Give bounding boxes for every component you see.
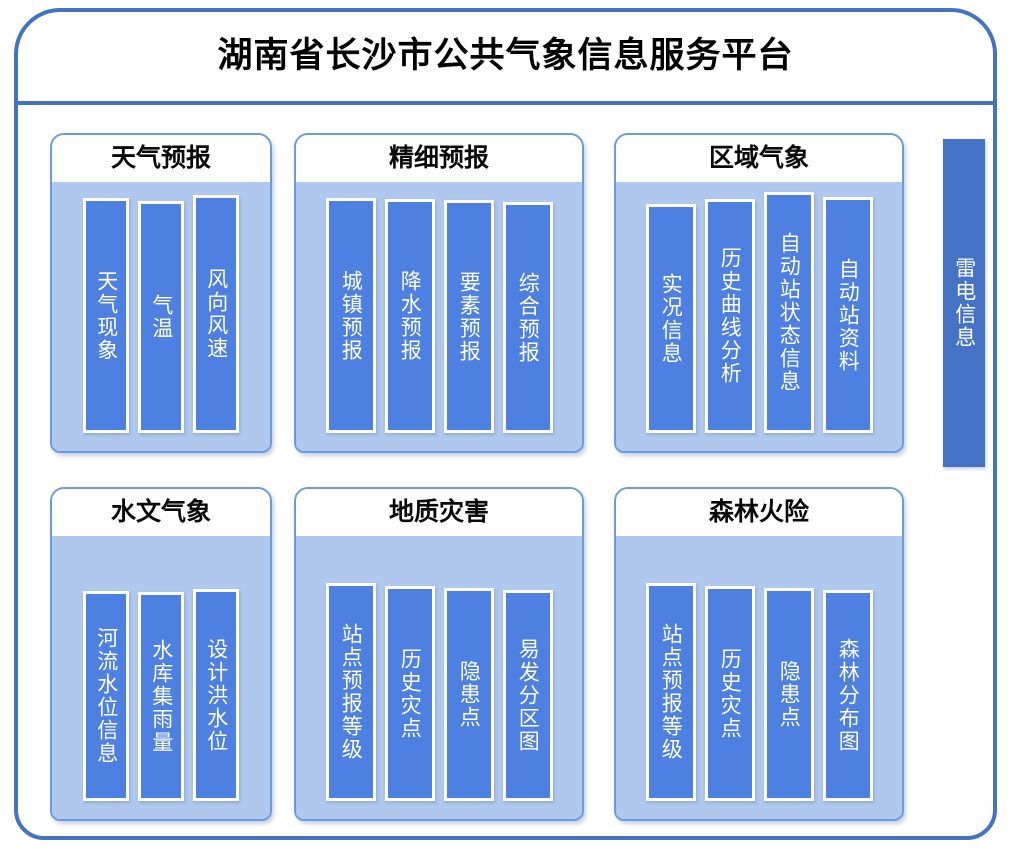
- item-station-forecast-level[interactable]: 站点预报等级: [645, 583, 696, 801]
- item-label: 历史灾点: [398, 647, 423, 740]
- group-forest-fire-risk[interactable]: 森林火险 站点预报等级 历史灾点 隐患点 森林分布图: [614, 487, 904, 821]
- group-title: 区域气象: [708, 143, 809, 172]
- group-body-forest-fire-risk: 站点预报等级 历史灾点 隐患点 森林分布图: [616, 534, 902, 819]
- item-wind-direction-speed[interactable]: 风向风速: [193, 195, 239, 433]
- item-live-information[interactable]: 实况信息: [645, 204, 696, 433]
- item-label: 实况信息: [659, 272, 684, 365]
- item-historical-disaster-point[interactable]: 历史灾点: [384, 586, 435, 801]
- group-title: 天气预报: [110, 143, 211, 172]
- item-town-forecast[interactable]: 城镇预报: [325, 198, 376, 433]
- item-label: 降水预报: [398, 270, 423, 362]
- item-label: 站点预报等级: [659, 623, 684, 761]
- item-label: 历史灾点: [718, 647, 743, 740]
- group-regional-meteorology[interactable]: 区域气象 实况信息 历史曲线分析 自动站状态信息 自动站资料: [614, 133, 904, 453]
- item-label: 隐患点: [457, 660, 482, 729]
- item-hidden-danger-point[interactable]: 隐患点: [763, 588, 814, 801]
- item-label: 河流水位信息: [94, 627, 119, 765]
- item-element-forecast[interactable]: 要素预报: [443, 200, 494, 433]
- item-comprehensive-forecast[interactable]: 综合预报: [502, 202, 553, 433]
- group-body-hydrological-meteorology: 河流水位信息 水库集雨量 设计洪水位: [52, 534, 270, 819]
- group-header-hydrological-meteorology: 水文气象: [52, 489, 270, 534]
- item-label: 设计洪水位: [204, 637, 229, 753]
- item-forest-distribution-map[interactable]: 森林分布图: [822, 590, 873, 801]
- group-header-regional-meteorology: 区域气象: [616, 135, 902, 180]
- item-temperature[interactable]: 气温: [138, 201, 184, 433]
- group-body-weather-forecast: 天气现象 气温 风向风速: [52, 180, 270, 451]
- item-auto-station-data[interactable]: 自动站资料: [822, 197, 873, 433]
- item-label: 水库集雨量: [149, 639, 174, 754]
- item-river-water-level-info[interactable]: 河流水位信息: [83, 591, 129, 801]
- group-title: 森林火险: [708, 497, 809, 526]
- item-label: 天气现象: [94, 269, 119, 362]
- platform-frame: 湖南省长沙市公共气象信息服务平台 天气预报 天气现象 气温 风向风速: [14, 8, 997, 840]
- item-label: 城镇预报: [339, 269, 364, 362]
- item-label: 要素预报: [457, 270, 482, 363]
- item-station-forecast-level[interactable]: 站点预报等级: [325, 583, 376, 801]
- item-label: 风向风速: [204, 268, 229, 360]
- item-label: 气温: [149, 294, 174, 340]
- item-prone-zoning-map[interactable]: 易发分区图: [502, 590, 553, 801]
- item-label: 雷电信息: [952, 257, 977, 349]
- group-body-geological-disaster: 站点预报等级 历史灾点 隐患点 易发分区图: [296, 534, 582, 819]
- group-body-regional-meteorology: 实况信息 历史曲线分析 自动站状态信息 自动站资料: [616, 180, 902, 451]
- page-title: 湖南省长沙市公共气象信息服务平台: [217, 36, 794, 76]
- group-header-weather-forecast: 天气预报: [52, 135, 270, 180]
- item-historical-disaster-point[interactable]: 历史灾点: [704, 586, 755, 801]
- group-title: 精细预报: [388, 143, 489, 172]
- item-historical-curve-analysis[interactable]: 历史曲线分析: [704, 199, 755, 433]
- item-label: 站点预报等级: [339, 623, 364, 761]
- group-header-fine-forecast: 精细预报: [296, 135, 582, 180]
- content-area: 天气预报 天气现象 气温 风向风速 精细预报 城镇预报: [18, 105, 993, 836]
- item-weather-phenomenon[interactable]: 天气现象: [83, 198, 129, 433]
- group-weather-forecast[interactable]: 天气预报 天气现象 气温 风向风速: [50, 133, 272, 453]
- item-auto-station-status-info[interactable]: 自动站状态信息: [763, 192, 814, 433]
- item-label: 易发分区图: [516, 638, 541, 753]
- group-fine-forecast[interactable]: 精细预报 城镇预报 降水预报 要素预报 综合预报: [294, 133, 584, 453]
- group-header-geological-disaster: 地质灾害: [296, 489, 582, 534]
- group-title: 地质灾害: [388, 497, 489, 526]
- item-design-flood-level[interactable]: 设计洪水位: [193, 589, 239, 801]
- item-reservoir-rainfall[interactable]: 水库集雨量: [138, 592, 184, 801]
- platform-title-bar: 湖南省长沙市公共气象信息服务平台: [18, 12, 993, 105]
- item-label: 历史曲线分析: [718, 247, 743, 385]
- group-body-fine-forecast: 城镇预报 降水预报 要素预报 综合预报: [296, 180, 582, 451]
- item-label: 隐患点: [777, 660, 802, 729]
- item-hidden-danger-point[interactable]: 隐患点: [443, 588, 494, 801]
- item-label: 自动站资料: [836, 257, 861, 373]
- item-label: 综合预报: [516, 271, 541, 364]
- item-label: 自动站状态信息: [777, 232, 802, 393]
- group-geological-disaster[interactable]: 地质灾害 站点预报等级 历史灾点 隐患点 易发分区图: [294, 487, 584, 821]
- group-header-forest-fire-risk: 森林火险: [616, 489, 902, 534]
- group-title: 水文气象: [110, 497, 211, 526]
- item-precipitation-forecast[interactable]: 降水预报: [384, 199, 435, 433]
- item-lightning-info[interactable]: 雷电信息: [943, 139, 985, 467]
- item-label: 森林分布图: [836, 638, 861, 753]
- group-hydrological-meteorology[interactable]: 水文气象 河流水位信息 水库集雨量 设计洪水位: [50, 487, 272, 821]
